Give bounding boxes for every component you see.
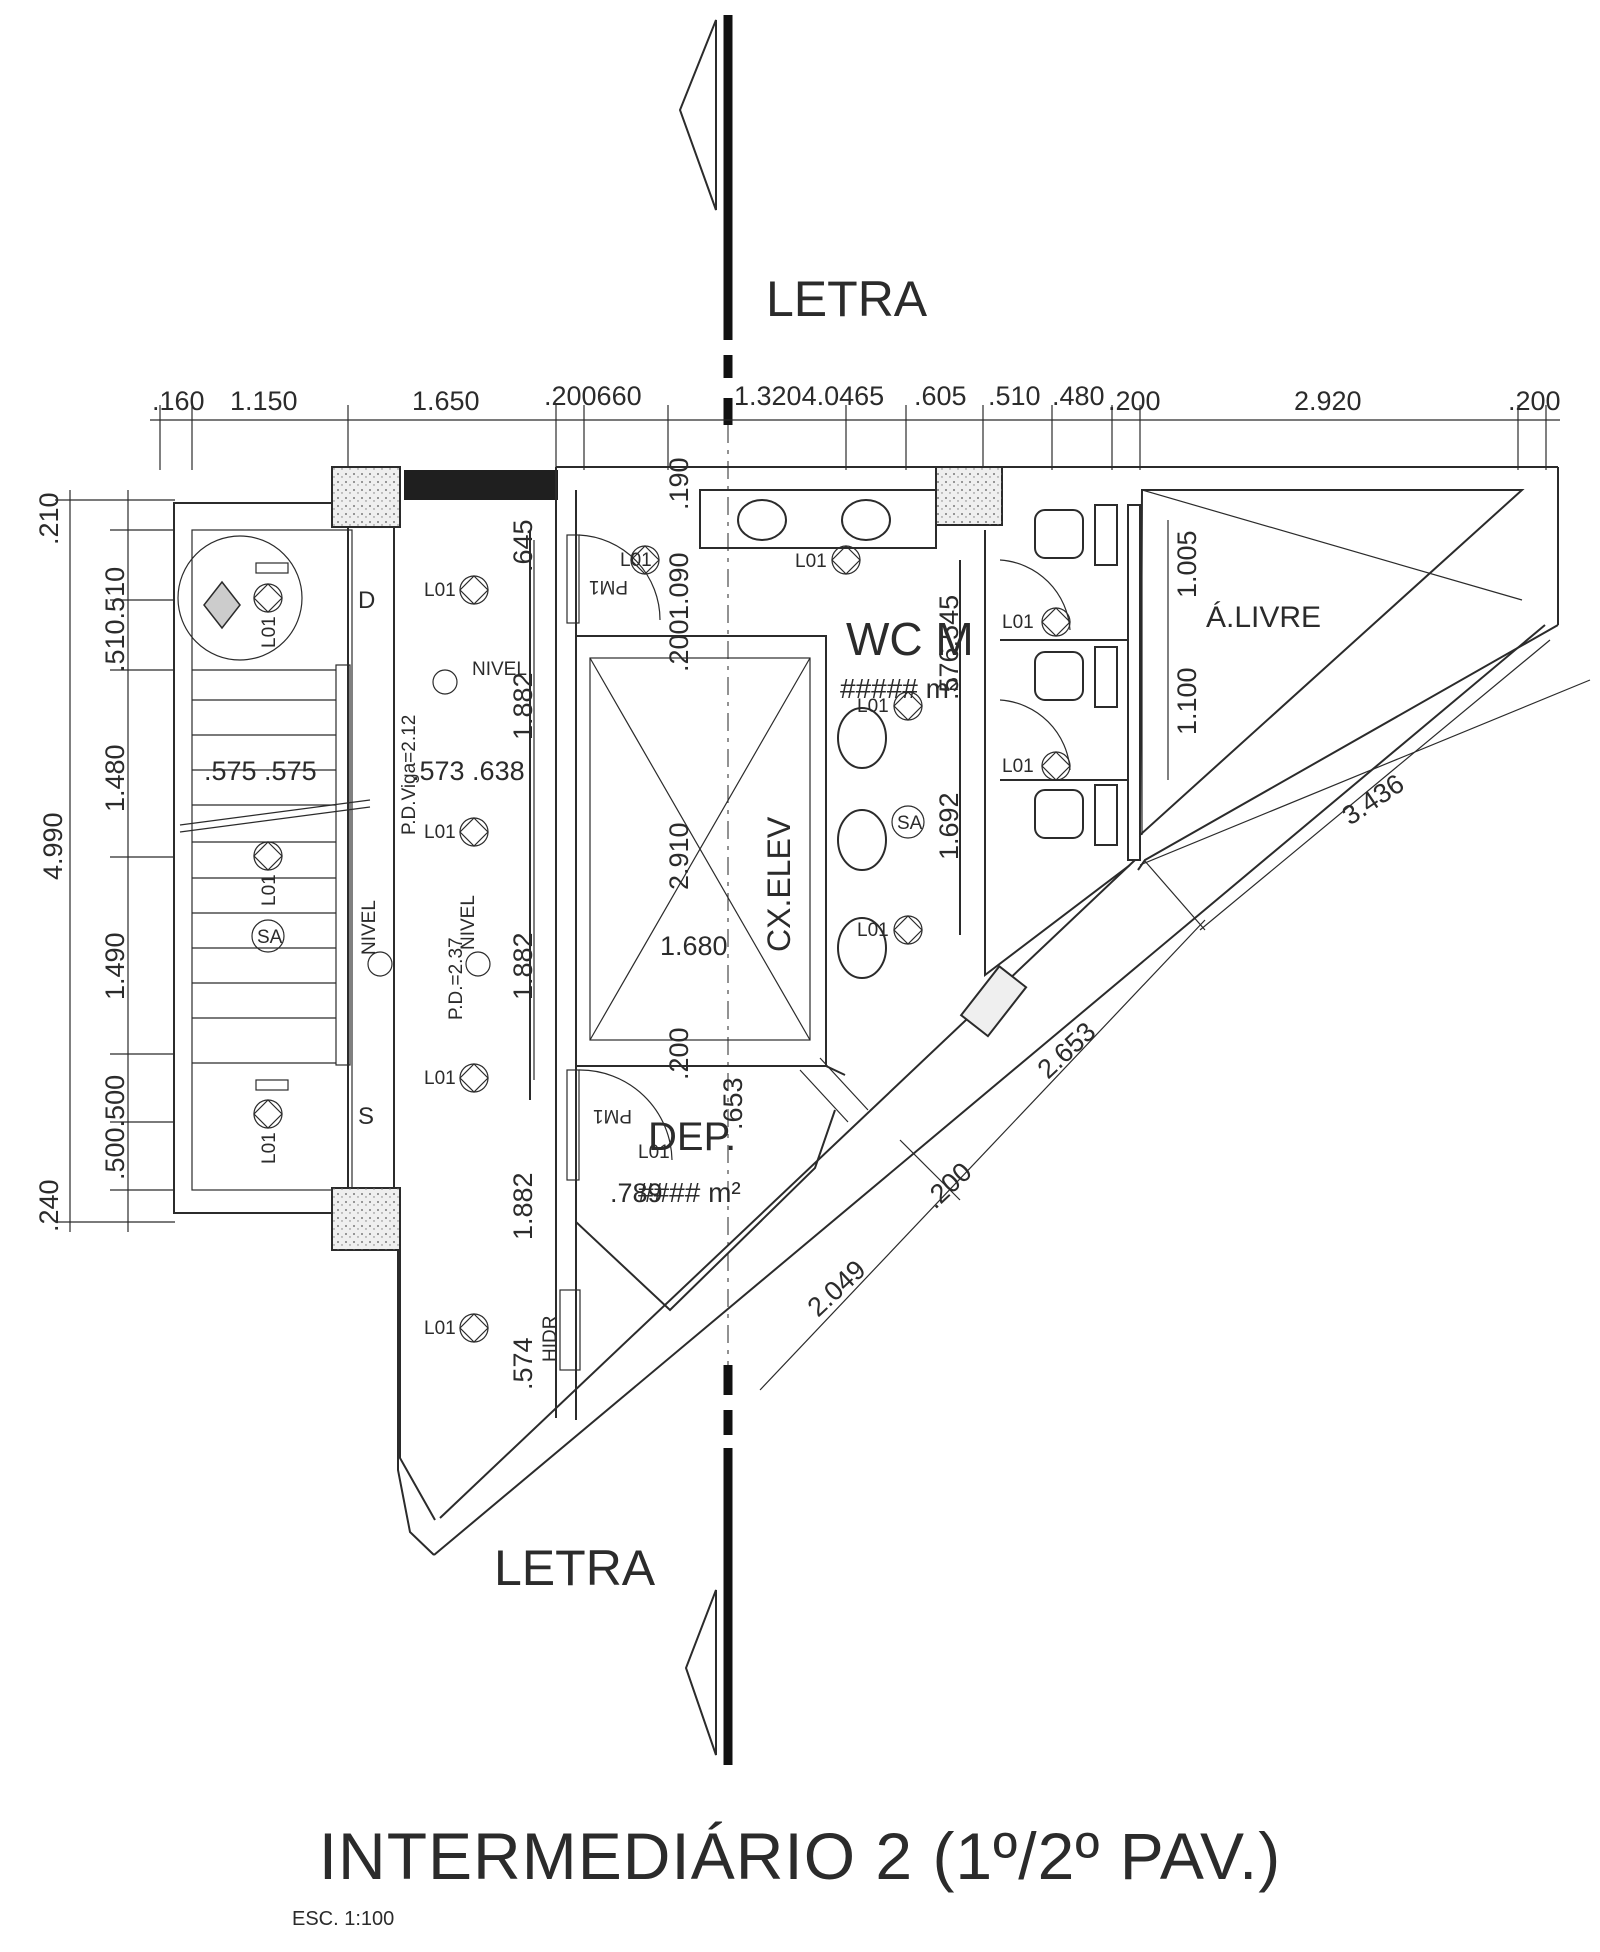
- door-tag-lower: PM1: [593, 1105, 632, 1126]
- pd-label: P.D.=2.37: [446, 937, 467, 1020]
- sa-tag-wc: SA: [897, 813, 923, 834]
- diamond-icon: [203, 580, 241, 630]
- dim-1680: 1.680: [660, 931, 728, 961]
- dimension-diagonal: [759, 639, 1591, 1391]
- dim-left-f: .240: [34, 1179, 64, 1232]
- dim-top-2: 1.150: [230, 386, 298, 416]
- dim-left-c: 1.480: [100, 744, 130, 812]
- dim-645: .645: [508, 519, 538, 572]
- hydrant-label: HIDR: [540, 1316, 561, 1362]
- lamp-tag-2: L01: [424, 822, 456, 843]
- stair-label-s: S: [358, 1103, 374, 1130]
- dim-653: .653: [718, 1077, 748, 1130]
- light-fixture: [253, 545, 1071, 1343]
- dim-top-10: 2.920: [1294, 386, 1362, 416]
- dim-574: .574: [508, 1337, 538, 1390]
- sa-marker-stair: [251, 919, 285, 953]
- wc-room-name: WC M: [846, 613, 974, 665]
- lamp-tag-6: L01: [259, 874, 280, 906]
- dim-1882-a: 1.882: [508, 672, 538, 740]
- dim-left-b: .510.510: [100, 567, 130, 672]
- lamp-tag-3: L01: [424, 1068, 456, 1089]
- dim-left-e: .500.500: [100, 1075, 130, 1180]
- lamp-tag-8: L01: [795, 551, 827, 572]
- door-upper: [566, 534, 661, 624]
- nivel-label-2: NIVEL: [359, 900, 380, 955]
- dim-1100: 1.100: [1172, 667, 1202, 735]
- wc-room-area: ##### m²: [840, 673, 958, 704]
- dim-left-d: 1.490: [100, 932, 130, 1000]
- dim-top-8: .480: [1052, 381, 1105, 411]
- level-marker-2: [367, 951, 393, 977]
- nivel-label-3: NIVEL: [458, 895, 479, 950]
- dim-200-c: .200: [919, 1157, 978, 1215]
- level-marker-3: [465, 951, 491, 977]
- lamp-tag-5: L01: [259, 616, 280, 648]
- dim-2910: 2.910: [664, 822, 694, 890]
- corridor: [529, 530, 535, 1100]
- drawing-scale: ESC. 1:100: [292, 1908, 395, 1930]
- dep-room-name: DEP.: [648, 1115, 736, 1159]
- nivel-label-1: NIVEL: [472, 659, 527, 680]
- dim-top-6: .605: [914, 381, 967, 411]
- lamp-tag-12: L01: [1002, 612, 1034, 633]
- section-arrow-bottom: [684, 1589, 717, 1756]
- dim-1005: 1.005: [1172, 530, 1202, 598]
- dim-200-b: .200: [664, 1027, 694, 1080]
- lamp-tag-7: L01: [259, 1132, 280, 1164]
- section-arrow-top: [678, 19, 717, 211]
- dim-left-total: 4.990: [38, 812, 68, 880]
- dim-top-7: .510: [988, 381, 1041, 411]
- sa-tag-stair: SA: [257, 927, 283, 948]
- pd-viga-label: P.D.Viga=2.12: [399, 715, 420, 835]
- dim-1882-c: 1.882: [508, 1172, 538, 1240]
- dim-top-11: .200: [1508, 386, 1561, 416]
- wc-room: [699, 489, 1141, 979]
- lamp-tag-1: L01: [424, 580, 456, 601]
- dim-top-9: .200: [1108, 386, 1161, 416]
- lamp-tag-4: L01: [424, 1318, 456, 1339]
- stair-block: [173, 502, 395, 1214]
- dim-200-a: .200: [664, 619, 694, 672]
- lamp-tag-13: L01: [1002, 756, 1034, 777]
- dep-room: [566, 1057, 869, 1312]
- dim-2049: 2.049: [802, 1254, 872, 1322]
- dimension-chain-left: 4.990 .210 .510.510 1.480 1.490 .500.500…: [34, 490, 175, 1232]
- elevator-shaft: [575, 635, 827, 1067]
- free-area: [1138, 489, 1525, 838]
- sa-marker-wc: [891, 805, 925, 839]
- section-label-bottom: LETRA: [494, 1540, 656, 1596]
- lamp-tag-14: L01: [638, 1142, 670, 1163]
- level-marker-1: [432, 669, 458, 695]
- dimension-chain-top: .160 1.150 1.650 .200660 1.3204.0465 .60…: [150, 381, 1561, 470]
- hydrant-box: [559, 1289, 581, 1371]
- lamp-tag-11: L01: [857, 920, 889, 941]
- dim-1692: 1.692: [934, 792, 964, 860]
- dim-1882-b: 1.882: [508, 932, 538, 1000]
- section-cut-line: [678, 15, 733, 1765]
- door-tag-upper: PM1: [589, 576, 628, 597]
- section-label-top: LETRA: [766, 271, 928, 327]
- elevator-label: CX.ELEV: [761, 816, 797, 952]
- dim-stair-575: .575 .575: [204, 756, 317, 786]
- dim-1090: 1.090: [664, 552, 694, 620]
- column-diagonal: [959, 964, 1028, 1038]
- lamp-tag-9: L01: [620, 550, 652, 571]
- dim-top-4: .200660: [544, 381, 642, 411]
- stair-label-d: D: [358, 587, 375, 614]
- dim-573: .573 .638: [412, 756, 525, 786]
- dim-left-a: .210: [34, 492, 64, 545]
- dim-top-3: 1.650: [412, 386, 480, 416]
- lamp-tag-10: L01: [857, 696, 889, 717]
- free-area-label: Á.LIVRE: [1206, 601, 1321, 634]
- dim-3436: 3.436: [1337, 768, 1410, 831]
- dim-789: .789: [610, 1178, 663, 1208]
- dim-top-1: .160: [152, 386, 205, 416]
- dep-room-area: #### m²: [638, 1177, 741, 1208]
- dim-top-5: 1.3204.0465: [734, 381, 884, 411]
- dim-576: .576.545: [934, 595, 964, 700]
- dim-190: .190: [664, 457, 694, 510]
- drawing-title: INTERMEDIÁRIO 2 (1º/2º PAV.): [318, 1819, 1282, 1893]
